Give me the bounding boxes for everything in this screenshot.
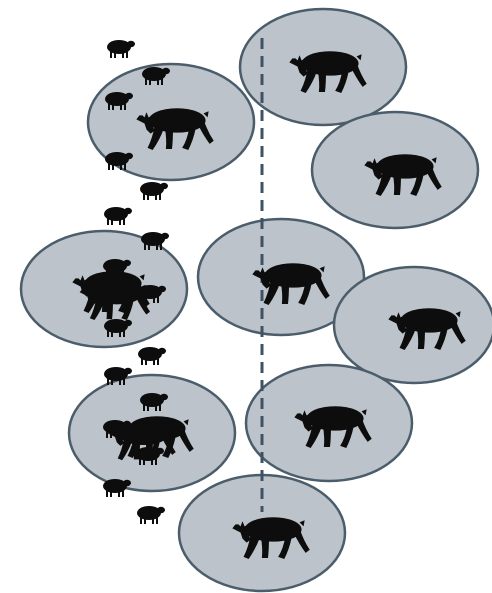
sheep-icon (138, 347, 166, 365)
sheep-icon (140, 182, 168, 200)
sheep-icon (104, 207, 132, 225)
sheep-icon (137, 506, 165, 524)
sheep-icon (107, 40, 135, 58)
